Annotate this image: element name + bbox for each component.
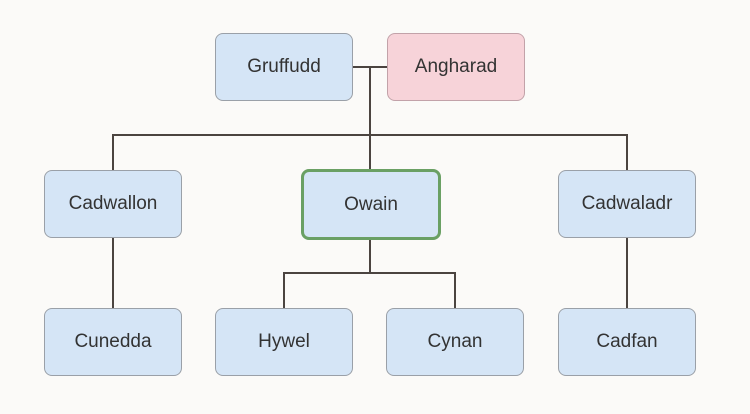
node-label: Hywel xyxy=(258,331,310,352)
edge-drop-owain xyxy=(369,134,371,170)
node-label: Cunedda xyxy=(74,331,152,352)
edge-cadwallon-cunedda xyxy=(112,238,114,308)
node-cadwallon[interactable]: Cadwallon xyxy=(44,170,182,238)
edge-couple-drop xyxy=(369,66,371,135)
node-cadwaladr[interactable]: Cadwaladr xyxy=(558,170,696,238)
node-label: Cadwallon xyxy=(68,193,158,214)
node-cadfan[interactable]: Cadfan xyxy=(558,308,696,376)
node-cunedda[interactable]: Cunedda xyxy=(44,308,182,376)
node-cynan[interactable]: Cynan xyxy=(386,308,524,376)
edge-drop-hywel xyxy=(283,272,285,308)
node-label: Gruffudd xyxy=(247,56,321,77)
edge-drop-cynan xyxy=(454,272,456,308)
edge-owain-drop xyxy=(369,238,371,274)
node-label: Angharad xyxy=(414,56,498,77)
node-label: Cynan xyxy=(427,331,483,352)
node-gruffudd[interactable]: Gruffudd xyxy=(215,33,353,101)
node-hywel[interactable]: Hywel xyxy=(215,308,353,376)
node-label: Cadfan xyxy=(596,331,658,352)
node-angharad[interactable]: Angharad xyxy=(387,33,525,101)
edge-drop-cadwaladr xyxy=(626,134,628,170)
node-label: Owain xyxy=(344,193,398,215)
edge-owain-children-bus xyxy=(283,272,456,274)
edge-cadwaladr-cadfan xyxy=(626,238,628,308)
node-owain[interactable]: Owain xyxy=(301,169,441,240)
edge-drop-cadwallon xyxy=(112,134,114,170)
node-label: Cadwaladr xyxy=(581,193,673,214)
